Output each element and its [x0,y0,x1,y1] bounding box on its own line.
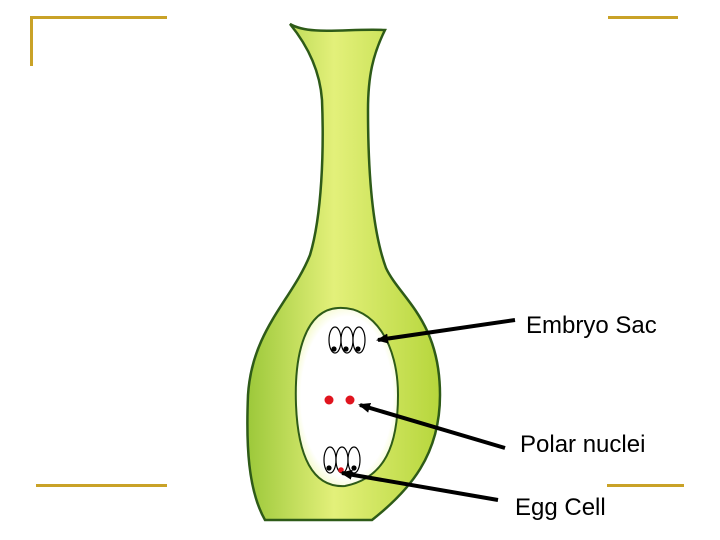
synergid-nucleus [326,465,332,471]
polar-nucleus [324,395,334,405]
frame-corner-top-right [608,16,678,19]
frame-corner-top-left-horizontal [30,16,167,19]
polar-nuclei-label: Polar nuclei [520,431,646,458]
frame-corner-bottom-right [607,484,684,487]
antipodal-cells [328,326,366,354]
embryo-sac-label: Embryo Sac [526,312,657,339]
antipodal-cell [352,326,366,354]
polar-nuclei [324,395,355,405]
egg-cell-label: Egg Cell [515,494,606,521]
antipodal-nucleus [343,346,349,352]
polar-nuclei-arrow [358,403,506,450]
egg-cell-arrow [340,469,499,502]
frame-corner-top-left-vertical [30,16,33,66]
antipodal-nucleus [331,346,337,352]
synergid-nucleus [351,465,357,471]
synergid-cell [347,446,361,474]
antipodal-nucleus [355,346,361,352]
polar-nucleus [345,395,355,405]
embryo-sac-arrow [376,318,516,344]
frame-corner-bottom-left [36,484,167,487]
egg-apparatus [323,446,361,474]
